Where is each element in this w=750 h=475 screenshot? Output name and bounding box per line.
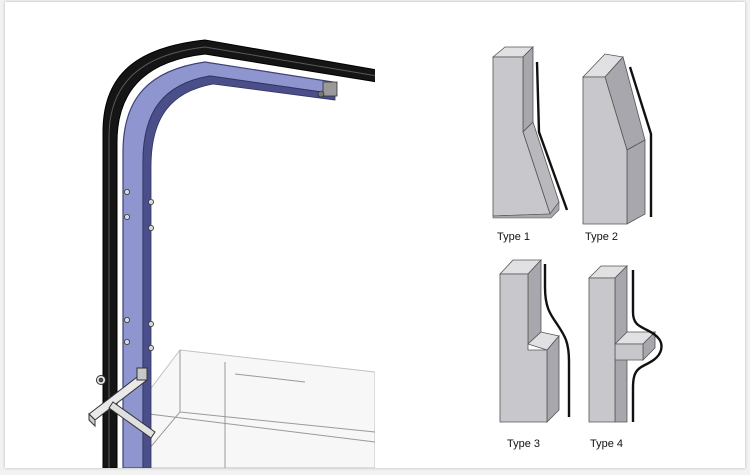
top-bracket	[317, 81, 338, 98]
rail-assembly-illustration	[5, 2, 378, 468]
figure-frame: Type 1 Type 2 Type 3 Type 4	[5, 2, 745, 468]
mount-bolts	[124, 188, 154, 351]
type-1-profile	[491, 46, 569, 219]
type-3-profile	[499, 258, 571, 423]
profile-types-svg	[491, 46, 663, 423]
type-3-label: Type 3	[507, 438, 541, 450]
type-2-label: Type 2	[585, 231, 619, 243]
transparent-box	[132, 349, 376, 468]
type-2-profile	[582, 53, 653, 225]
side-hardware	[88, 367, 156, 439]
profile-types-illustration: Type 1 Type 2 Type 3 Type 4	[475, 2, 745, 468]
rail-assembly-svg	[88, 39, 378, 468]
type-4-profile	[588, 265, 663, 423]
type-1-label: Type 1	[497, 231, 531, 243]
type-4-label: Type 4	[590, 438, 624, 450]
